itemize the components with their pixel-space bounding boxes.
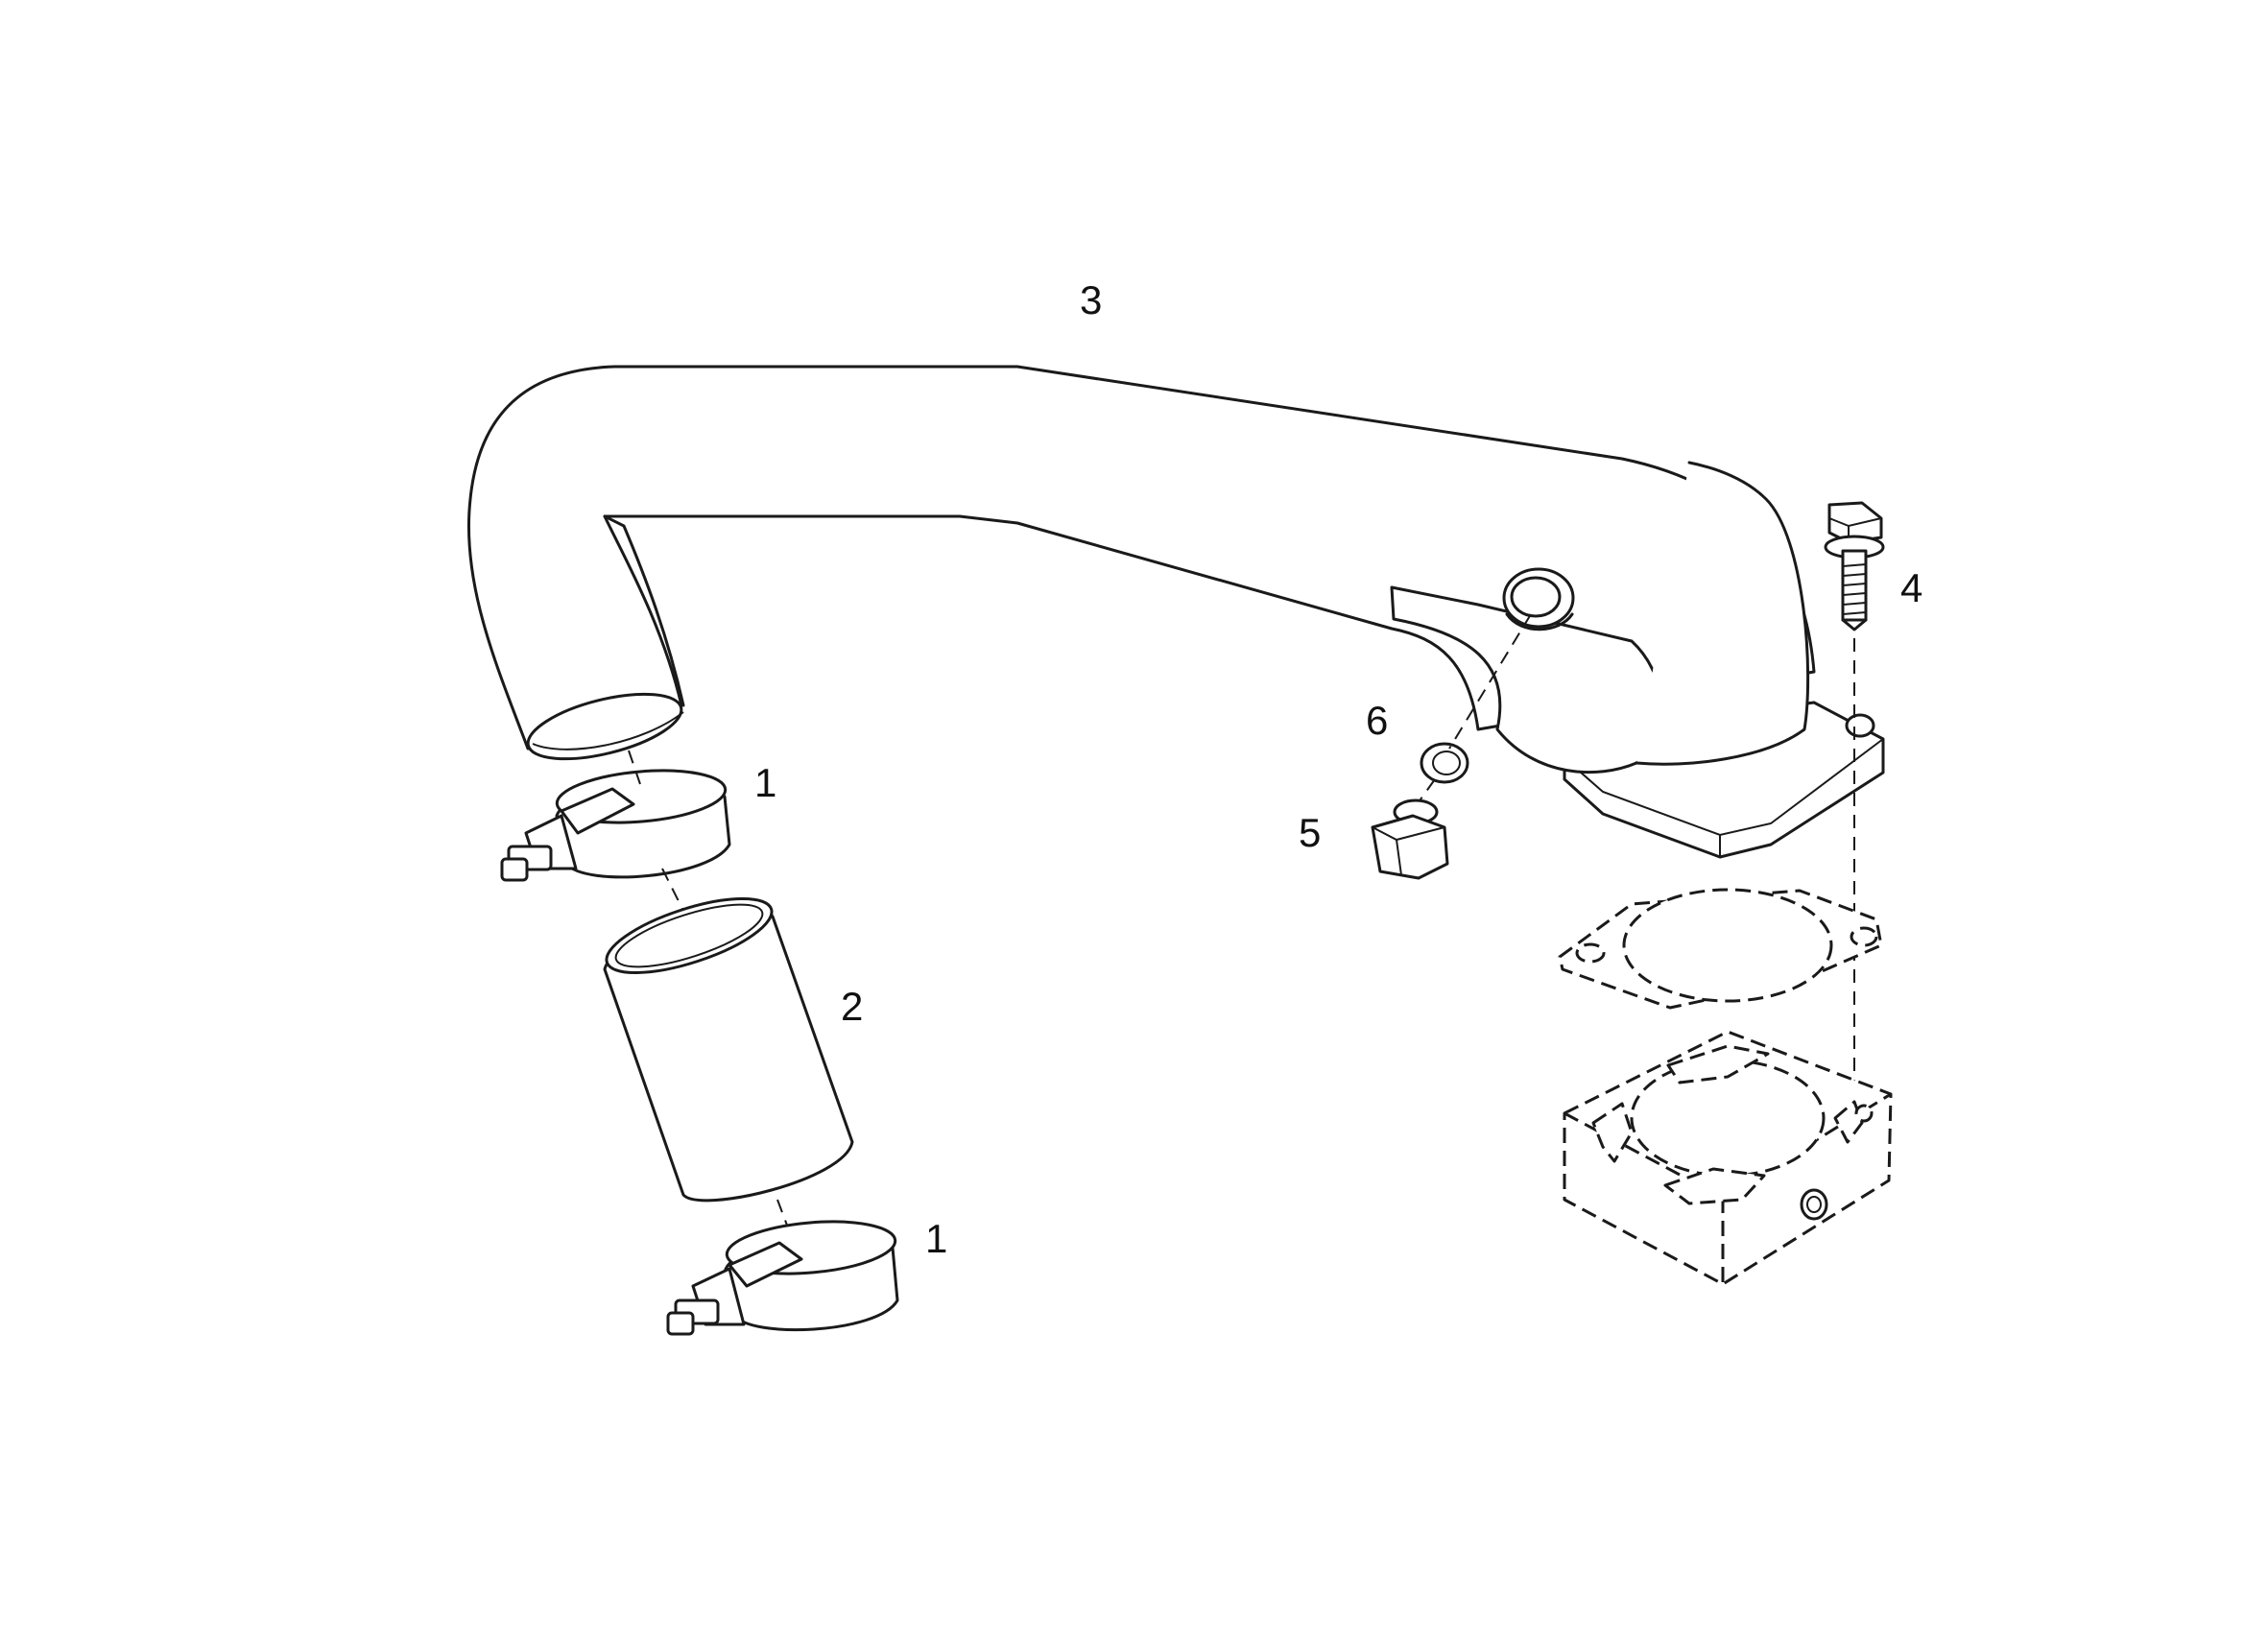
flange-hole-right [1845, 713, 1875, 738]
hose-clamp-upper [500, 769, 731, 882]
seal-leader-line [1448, 613, 1532, 750]
callout-plug: 5 [1299, 810, 1321, 855]
clamp-upper-leader [628, 750, 642, 788]
callout-pipe: 3 [1080, 277, 1102, 322]
hose-leader-upper [661, 868, 697, 937]
pipe-boss [1502, 567, 1575, 631]
callout-clamp-upper: 1 [754, 760, 776, 805]
callout-bolt: 4 [1900, 565, 1922, 610]
callout-hose: 2 [841, 984, 863, 1029]
spacer-block [1563, 1030, 1893, 1286]
bolt [1824, 501, 1885, 631]
drain-plug [1371, 798, 1449, 880]
callout-seal-ring: 6 [1366, 698, 1388, 743]
gasket [1558, 888, 1883, 1010]
callout-clamp-lower: 1 [925, 1216, 947, 1261]
hose-clamp-lower [666, 1220, 899, 1336]
seal-ring [1420, 742, 1469, 784]
pipe-assembly [466, 365, 1885, 859]
hose [603, 896, 854, 1203]
